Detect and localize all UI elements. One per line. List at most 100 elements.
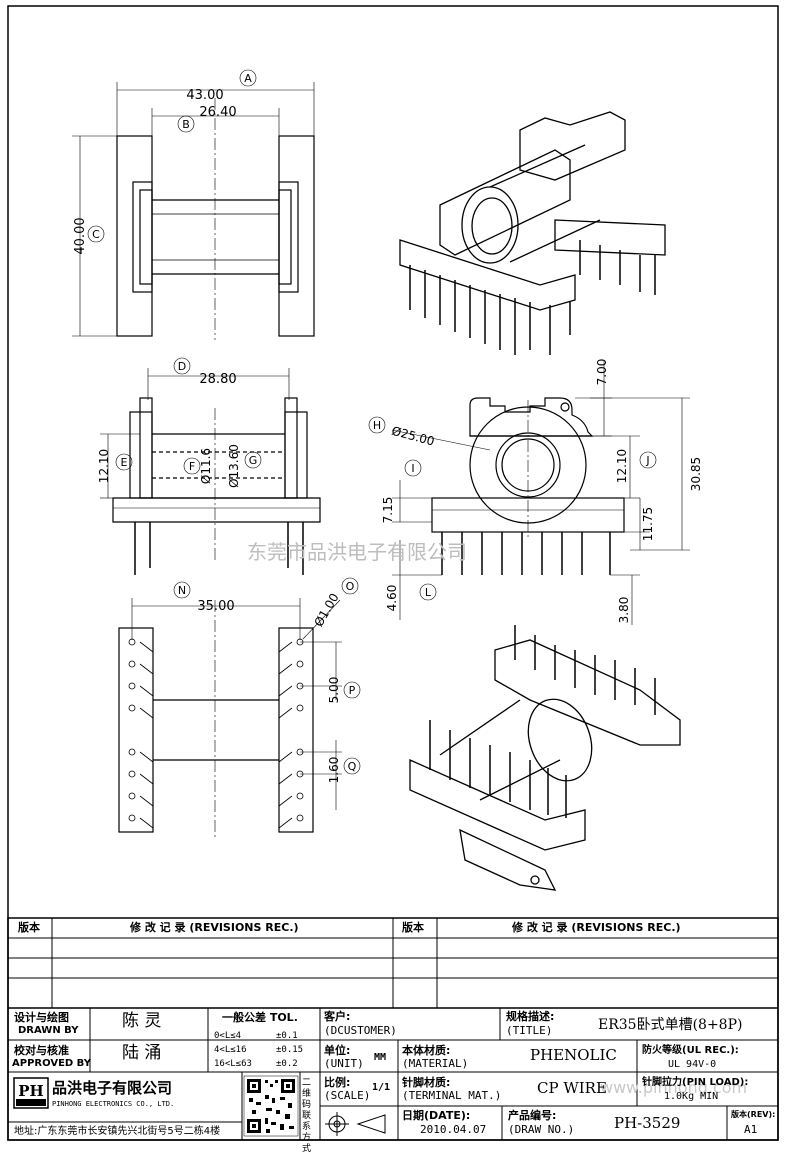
check-label-en: APPROVED BY [12, 1058, 91, 1069]
draw-no-label-en: (DRAW NO.) [508, 1123, 575, 1136]
material-label-en: (MATERIAL) [402, 1057, 469, 1070]
design-label-en: DRAWN BY [18, 1025, 79, 1036]
dim-total-value: 30.85 [689, 457, 703, 491]
qr-code [243, 1075, 299, 1137]
bottom-view [118, 600, 314, 840]
logo-mark: PH [18, 1082, 43, 1100]
dim-K-value: 7.00 [595, 359, 609, 386]
dim-B-label: B [182, 118, 190, 131]
pin-load-label: 针脚拉力(PIN LOAD): [642, 1077, 749, 1088]
dim-P-value: 5.00 [327, 677, 341, 704]
terminal-label: 针脚材质: [402, 1076, 451, 1089]
pin-load-value: 1.0Kg MIN [664, 1091, 719, 1102]
design-label-cn: 设计与绘图 [14, 1011, 69, 1024]
tolerance-label: 一般公差 TOL. [222, 1011, 298, 1024]
dim-C-label: C [92, 228, 100, 241]
dim-D-E-F-G [100, 357, 290, 499]
revision-label: 版本(REV): [731, 1110, 776, 1119]
tol-value-2: ±0.15 [276, 1045, 304, 1055]
revision-value: A1 [744, 1123, 758, 1136]
customer-label: 客户: [324, 1010, 351, 1023]
dim-O-label: O [346, 580, 355, 593]
scale-label-en: (SCALE) [324, 1089, 371, 1102]
tol-range-1: 0<L≤4 [214, 1031, 242, 1041]
dim-I-label: I [411, 462, 414, 475]
dim-Q-label: Q [348, 760, 357, 773]
dim-G-label: G [249, 454, 258, 467]
projection-symbol [325, 1112, 386, 1136]
dim-A-label: A [244, 72, 252, 85]
terminal-value: CP WIRE [537, 1079, 607, 1097]
dim-A-B-C [72, 69, 315, 337]
tol-value-1: ±0.1 [276, 1031, 298, 1041]
front-view [112, 397, 321, 575]
dim-J-label: J [645, 454, 649, 467]
product-title: ER35卧式单槽(8+8P) [598, 1017, 743, 1033]
date-label: 日期(DATE): [402, 1109, 471, 1122]
top-view [116, 98, 315, 340]
date-value: 2010.04.07 [420, 1123, 487, 1136]
dim-H-to-R [368, 360, 690, 625]
dim-N-label: N [178, 584, 186, 597]
dim-D-value: 28.80 [199, 372, 236, 387]
customer-label-en: (DCUSTOMER) [324, 1024, 397, 1037]
dim-M-value: 11.75 [641, 507, 655, 541]
dim-B-value: 26.40 [199, 105, 236, 120]
watermark-corner: www.pinhong.com [600, 1078, 748, 1097]
dim-E-label: E [121, 456, 128, 469]
tol-value-3: ±0.2 [276, 1059, 298, 1069]
material-value: PHENOLIC [530, 1046, 617, 1064]
unit-label: 单位: [324, 1044, 351, 1057]
dim-L-value: 4.60 [385, 585, 399, 612]
dim-H-label: H [373, 419, 381, 432]
company-name-en: PINHONG ELECTRONICS CO., LTD. [52, 1100, 175, 1108]
tol-range-2: 4<L≤16 [214, 1045, 247, 1055]
dim-L-label: L [425, 586, 432, 599]
tol-range-3: 16<L≤63 [214, 1059, 252, 1069]
dim-R-value: 3.80 [617, 597, 631, 624]
scale-label: 比例: [324, 1076, 351, 1089]
watermark-center: 东莞市品洪电子有限公司 [247, 540, 467, 564]
rev-record-header: 修 改 记 录 (REVISIONS REC.) [130, 921, 299, 934]
dim-C-value: 40.00 [73, 217, 88, 254]
dim-D-label: D [178, 360, 186, 373]
dim-F-value: Ø11.6 [199, 448, 213, 484]
unit-label-en: (UNIT) [324, 1057, 364, 1070]
dim-N-value: 35.00 [197, 599, 234, 614]
fire-rating-value: UL 94V-0 [668, 1059, 717, 1070]
company-name-cn: 品洪电子有限公司 [52, 1079, 173, 1097]
spec-label: 规格描述: [506, 1010, 555, 1023]
title-block-lines [7, 917, 779, 1141]
check-label-cn: 校对与核准 [14, 1044, 69, 1057]
dim-Q-value: 1.60 [327, 757, 341, 784]
company-logo [13, 1077, 49, 1109]
scale-value: 1/1 [372, 1082, 391, 1093]
side-view [431, 397, 625, 575]
designer-name: 陈 灵 [122, 1011, 162, 1031]
isometric-view-bottom [409, 625, 681, 891]
dim-O-value: Ø1.00 [311, 591, 341, 629]
material-label: 本体材质: [402, 1044, 451, 1057]
dim-N-O-P-Q [131, 577, 361, 810]
fire-rating-label: 防火等级(UL REC.): [642, 1045, 739, 1056]
qr-side-label: 二维码联系方式 [302, 1078, 312, 1154]
dim-J-value: 12.10 [615, 449, 629, 483]
rev-record-header-2: 修 改 记 录 (REVISIONS REC.) [512, 921, 681, 934]
dim-I-value: 7.15 [381, 497, 395, 524]
draw-no-value: PH-3529 [614, 1114, 681, 1132]
unit-value: MM [374, 1052, 387, 1063]
terminal-label-en: (TERMINAL MAT.) [402, 1089, 502, 1102]
dim-F-label: F [189, 460, 195, 473]
dim-G-value: Ø13.60 [227, 444, 241, 488]
draw-no-label: 产品编号: [508, 1109, 557, 1122]
dim-H-value: Ø25.00 [390, 424, 436, 449]
rev-version-header-2: 版本 [402, 921, 424, 934]
checker-name: 陆 涌 [122, 1043, 162, 1063]
dim-P-label: P [349, 684, 356, 697]
rev-version-header: 版本 [18, 921, 40, 934]
isometric-view-top [399, 111, 666, 355]
company-address: 地址:广东东莞市长安镇先兴北街号5号二栋4楼 [14, 1126, 221, 1137]
dim-A-value: 43.00 [186, 88, 223, 103]
dim-E-value: 12.10 [97, 449, 111, 483]
